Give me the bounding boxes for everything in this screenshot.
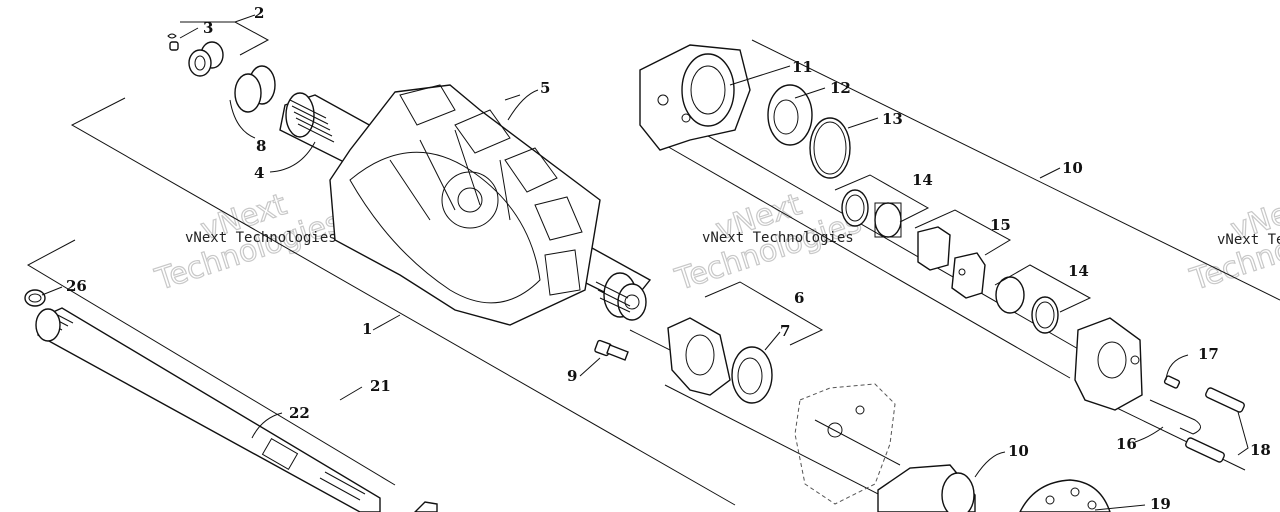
splined-end-top xyxy=(285,92,335,143)
part-cap-26 xyxy=(24,289,46,307)
callout-labels: 2 3 8 4 5 1 6 7 9 11 12 13 10 14 15 14 1… xyxy=(66,4,1271,512)
callout-18: 18 xyxy=(1250,441,1271,459)
part-pad-15b xyxy=(951,252,986,299)
splined-end-bottom xyxy=(595,272,647,321)
part-bearing-12 xyxy=(767,84,813,146)
callout-17: 17 xyxy=(1198,345,1219,363)
part-seal-7 xyxy=(731,346,773,404)
callout-6: 6 xyxy=(794,289,804,307)
callout-1: 1 xyxy=(362,320,372,338)
callout-4: 4 xyxy=(254,164,264,182)
part-flange-6 xyxy=(667,317,731,396)
callout-22: 22 xyxy=(289,404,310,422)
brake-disc-19 xyxy=(1019,479,1111,512)
part-ring-8 xyxy=(234,65,276,113)
watermark-small-1: vNext Technologies xyxy=(185,230,337,246)
callout-leaders xyxy=(41,14,1249,511)
part-bolt-9 xyxy=(594,339,629,361)
part-plate-dashed xyxy=(794,383,896,505)
callout-5: 5 xyxy=(540,79,550,97)
callout-2: 2 xyxy=(254,4,264,22)
callout-21: 21 xyxy=(370,377,391,395)
bearing-housing-bottom xyxy=(877,464,976,512)
callout-13: 13 xyxy=(882,110,903,128)
callout-10-bottom: 10 xyxy=(1008,442,1029,460)
jackshaft-assembly xyxy=(35,307,381,512)
callout-8: 8 xyxy=(256,137,266,155)
callout-3: 3 xyxy=(203,19,213,37)
part-pin-16 xyxy=(1149,399,1201,435)
callout-15: 15 xyxy=(990,216,1011,234)
watermark-small-3: vNext Tec xyxy=(1217,232,1280,248)
caliper-assembly xyxy=(1074,317,1143,411)
part-clip-bottom xyxy=(414,501,438,512)
bearing-housing-top xyxy=(639,44,751,151)
part-spacer-14a xyxy=(841,189,902,238)
callout-7: 7 xyxy=(780,322,790,340)
part-ring-13 xyxy=(809,117,851,179)
part-spacer-14b xyxy=(995,276,1059,334)
part-bushing-3 xyxy=(188,41,224,77)
callout-14-bottom: 14 xyxy=(1068,262,1089,280)
callout-19: 19 xyxy=(1150,495,1171,512)
drive-shaft-assembly xyxy=(279,84,652,326)
callout-26: 26 xyxy=(66,277,87,295)
part-pad-15a xyxy=(917,226,951,271)
callout-14-top: 14 xyxy=(912,171,933,189)
watermark-small-2: vNext Technologies xyxy=(702,230,854,246)
watermark-layer: Technologies vNext vNext Technologies Te… xyxy=(150,187,1280,299)
callout-16: 16 xyxy=(1116,435,1137,453)
part-bolts-18 xyxy=(1185,387,1245,463)
callout-9: 9 xyxy=(567,367,577,385)
callout-11: 11 xyxy=(792,58,813,76)
part-small-bolt-3 xyxy=(167,33,179,51)
callout-12: 12 xyxy=(830,79,851,97)
callout-10-top: 10 xyxy=(1062,159,1083,177)
